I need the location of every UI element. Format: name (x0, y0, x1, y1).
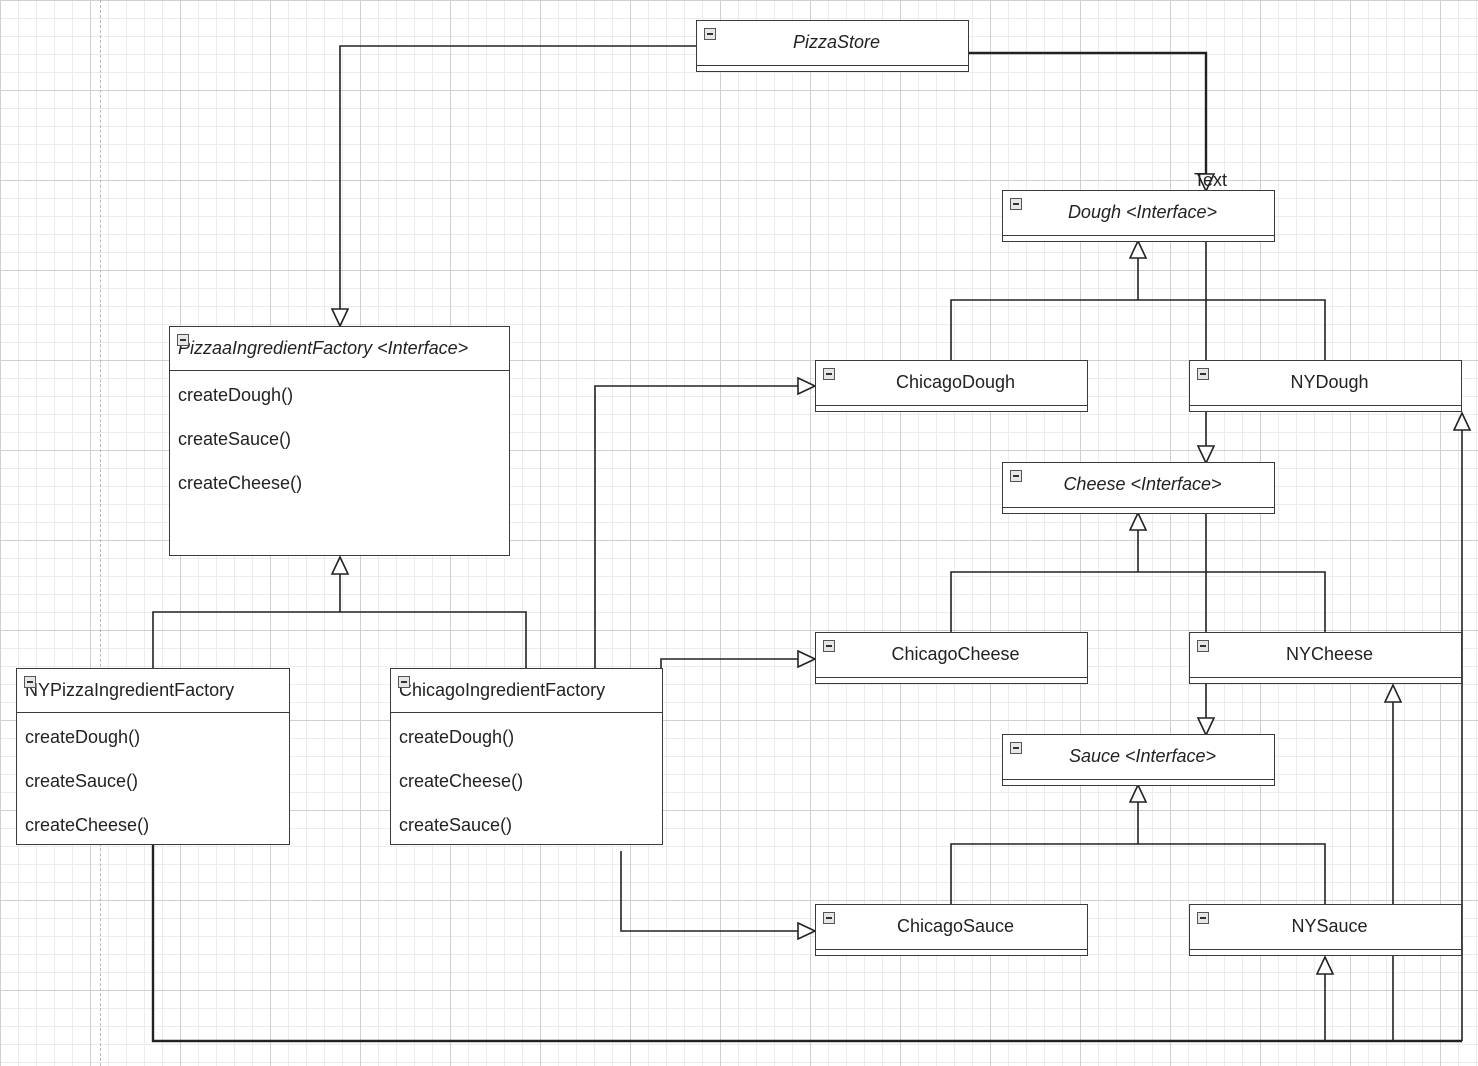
collapse-icon[interactable] (1010, 742, 1022, 754)
class-divider (816, 405, 1087, 411)
class-ny-pizza-ingredient-factory[interactable]: NYPizzaIngredientFactory createDough() c… (16, 668, 290, 845)
class-title: ChicagoCheese (891, 643, 1020, 664)
collapse-icon[interactable] (24, 676, 36, 688)
method-item: createCheese() (25, 815, 150, 835)
class-title: NYPizzaIngredientFactory (17, 669, 289, 713)
class-chicago-cheese[interactable]: ChicagoCheese (815, 632, 1088, 684)
class-divider (816, 949, 1087, 955)
method-item: createSauce() (25, 771, 139, 791)
class-ny-dough[interactable]: NYDough (1189, 360, 1462, 412)
class-chicago-dough[interactable]: ChicagoDough (815, 360, 1088, 412)
connector-dough-implementations (950, 299, 1326, 361)
class-sauce-interface[interactable]: Sauce <Interface> (1002, 734, 1275, 786)
method-item: createCheese() (399, 771, 524, 791)
method-item: createCheese() (178, 473, 303, 493)
method-item: createSauce() (399, 815, 513, 835)
text-label[interactable]: Text (1194, 170, 1228, 190)
class-title: Dough <Interface> (1067, 201, 1218, 222)
collapse-icon[interactable] (823, 912, 835, 924)
connector-cheese-implementations (950, 571, 1326, 633)
connector-pizzastore-to-ingredient-factory (340, 45, 697, 326)
collapse-icon[interactable] (823, 368, 835, 380)
class-divider (1190, 677, 1461, 683)
connector-ny-factory-to-ny-products (151, 844, 1462, 1043)
collapse-icon[interactable] (1010, 198, 1022, 210)
class-title: ChicagoDough (895, 371, 1016, 392)
method-list: createDough() createSauce() createCheese… (17, 713, 289, 847)
class-title: PizzaStore (792, 31, 881, 52)
method-item: createDough() (25, 727, 141, 747)
class-divider (816, 677, 1087, 683)
class-pizza-ingredient-factory-interface[interactable]: PizzaaIngredientFactory <Interface> crea… (169, 326, 510, 556)
connector-chicago-factory-to-chicago-dough (594, 386, 815, 668)
method-list: createDough() createCheese() createSauce… (391, 713, 662, 847)
collapse-icon[interactable] (177, 334, 189, 346)
class-pizza-store[interactable]: PizzaStore (696, 20, 969, 72)
class-chicago-ingredient-factory[interactable]: ChicagoIngredientFactory createDough() c… (390, 668, 663, 845)
class-title: ChicagoIngredientFactory (391, 669, 662, 713)
class-ny-sauce[interactable]: NYSauce (1189, 904, 1462, 956)
class-title: Sauce <Interface> (1068, 745, 1217, 766)
class-title: ChicagoSauce (896, 915, 1015, 936)
class-dough-interface[interactable]: Dough <Interface> (1002, 190, 1275, 242)
connector-chicago-factory-to-chicago-sauce (620, 851, 815, 931)
connector-pizzastore-to-dough (968, 51, 1206, 191)
collapse-icon[interactable] (704, 28, 716, 40)
class-title: NYDough (1290, 371, 1369, 392)
connector-sauce-implementations (950, 843, 1326, 905)
class-divider (697, 65, 968, 71)
class-divider (1003, 235, 1274, 241)
class-ny-cheese[interactable]: NYCheese (1189, 632, 1462, 684)
class-title: Cheese <Interface> (1063, 473, 1222, 494)
collapse-icon[interactable] (823, 640, 835, 652)
page-boundary (100, 0, 101, 1066)
class-chicago-sauce[interactable]: ChicagoSauce (815, 904, 1088, 956)
class-divider (1003, 779, 1274, 785)
collapse-icon[interactable] (1197, 640, 1209, 652)
class-title: NYSauce (1291, 915, 1368, 936)
collapse-icon[interactable] (398, 676, 410, 688)
collapse-icon[interactable] (1197, 368, 1209, 380)
method-item: createDough() (399, 727, 515, 747)
class-title: NYCheese (1285, 643, 1374, 664)
collapse-icon[interactable] (1197, 912, 1209, 924)
connector-chicago-factory-to-chicago-cheese (660, 659, 815, 690)
class-cheese-interface[interactable]: Cheese <Interface> (1002, 462, 1275, 514)
class-divider (1190, 949, 1461, 955)
connector-ny-factory-to-interface (152, 611, 527, 668)
method-item: createDough() (178, 385, 294, 405)
method-list: createDough() createSauce() createCheese… (170, 371, 509, 505)
method-item: createSauce() (178, 429, 292, 449)
class-divider (1003, 507, 1274, 513)
class-title: PizzaaIngredientFactory <Interface> (170, 327, 509, 371)
collapse-icon[interactable] (1010, 470, 1022, 482)
class-divider (1190, 405, 1461, 411)
